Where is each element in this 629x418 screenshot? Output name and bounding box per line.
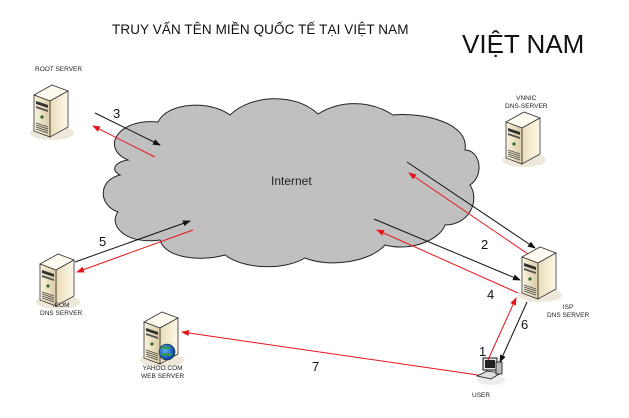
cloud-label: Internet	[271, 174, 312, 188]
step-label-3: 3	[113, 106, 120, 121]
diagram-title: TRUY VẤN TÊN MIỀN QUỐC TẾ TẠI VIỆT NAM	[112, 22, 409, 37]
step-label-7: 7	[312, 359, 319, 374]
isp-server-icon	[517, 246, 563, 303]
com-label-line1: .COM	[52, 302, 70, 309]
arrow-step-4-request	[373, 218, 521, 281]
user-label: USER	[472, 392, 491, 399]
isp-server-label: ISP DNS SERVER	[547, 304, 589, 320]
yahoo-label-line1: YAHOO.COM	[142, 365, 183, 372]
yahoo-server-icon	[139, 311, 185, 368]
com-server-icon	[35, 253, 81, 310]
step-label-4: 4	[487, 287, 494, 302]
vnnic-server-label: VNNIC DNS-SERVER	[505, 95, 548, 111]
arrow-step-2-response	[408, 172, 529, 255]
com-label-line2: DNS SERVER	[40, 310, 83, 317]
globe-icon	[158, 343, 176, 361]
arrow-step-5-response	[76, 229, 194, 273]
arrow-step-4-response	[376, 229, 519, 294]
arrow-step-5-request	[74, 220, 191, 263]
isp-label-line1: ISP	[562, 304, 574, 311]
com-server-label: .COM DNS SERVER	[40, 302, 82, 318]
arrow-step-7	[181, 330, 479, 376]
internet-cloud	[102, 98, 480, 268]
step-label-5: 5	[99, 234, 106, 249]
arrow-step-2-request	[406, 161, 536, 249]
vnnic-label-line1: VNNIC	[516, 95, 537, 102]
isp-label-line2: DNS SERVER	[547, 312, 590, 319]
step-label-2: 2	[481, 237, 488, 252]
arrow-step-3-request	[94, 112, 161, 146]
step-label-6: 6	[521, 317, 528, 332]
root-server-icon	[29, 84, 75, 141]
country-heading: VIỆT NAM	[462, 29, 585, 59]
arrow-step-1	[487, 297, 517, 361]
vnnic-label-line2: DNS-SERVER	[505, 103, 548, 110]
root-server-label: ROOT SERVER	[35, 66, 83, 73]
step-label-1: 1	[479, 344, 486, 359]
yahoo-label-line2: WEB SERVER	[141, 373, 185, 380]
yahoo-server-label: YAHOO.COM WEB SERVER	[141, 365, 184, 381]
vnnic-server-icon	[501, 111, 547, 168]
user-computer-icon	[475, 357, 505, 385]
arrow-step-6	[499, 301, 528, 363]
arrow-step-3-response	[92, 125, 156, 158]
